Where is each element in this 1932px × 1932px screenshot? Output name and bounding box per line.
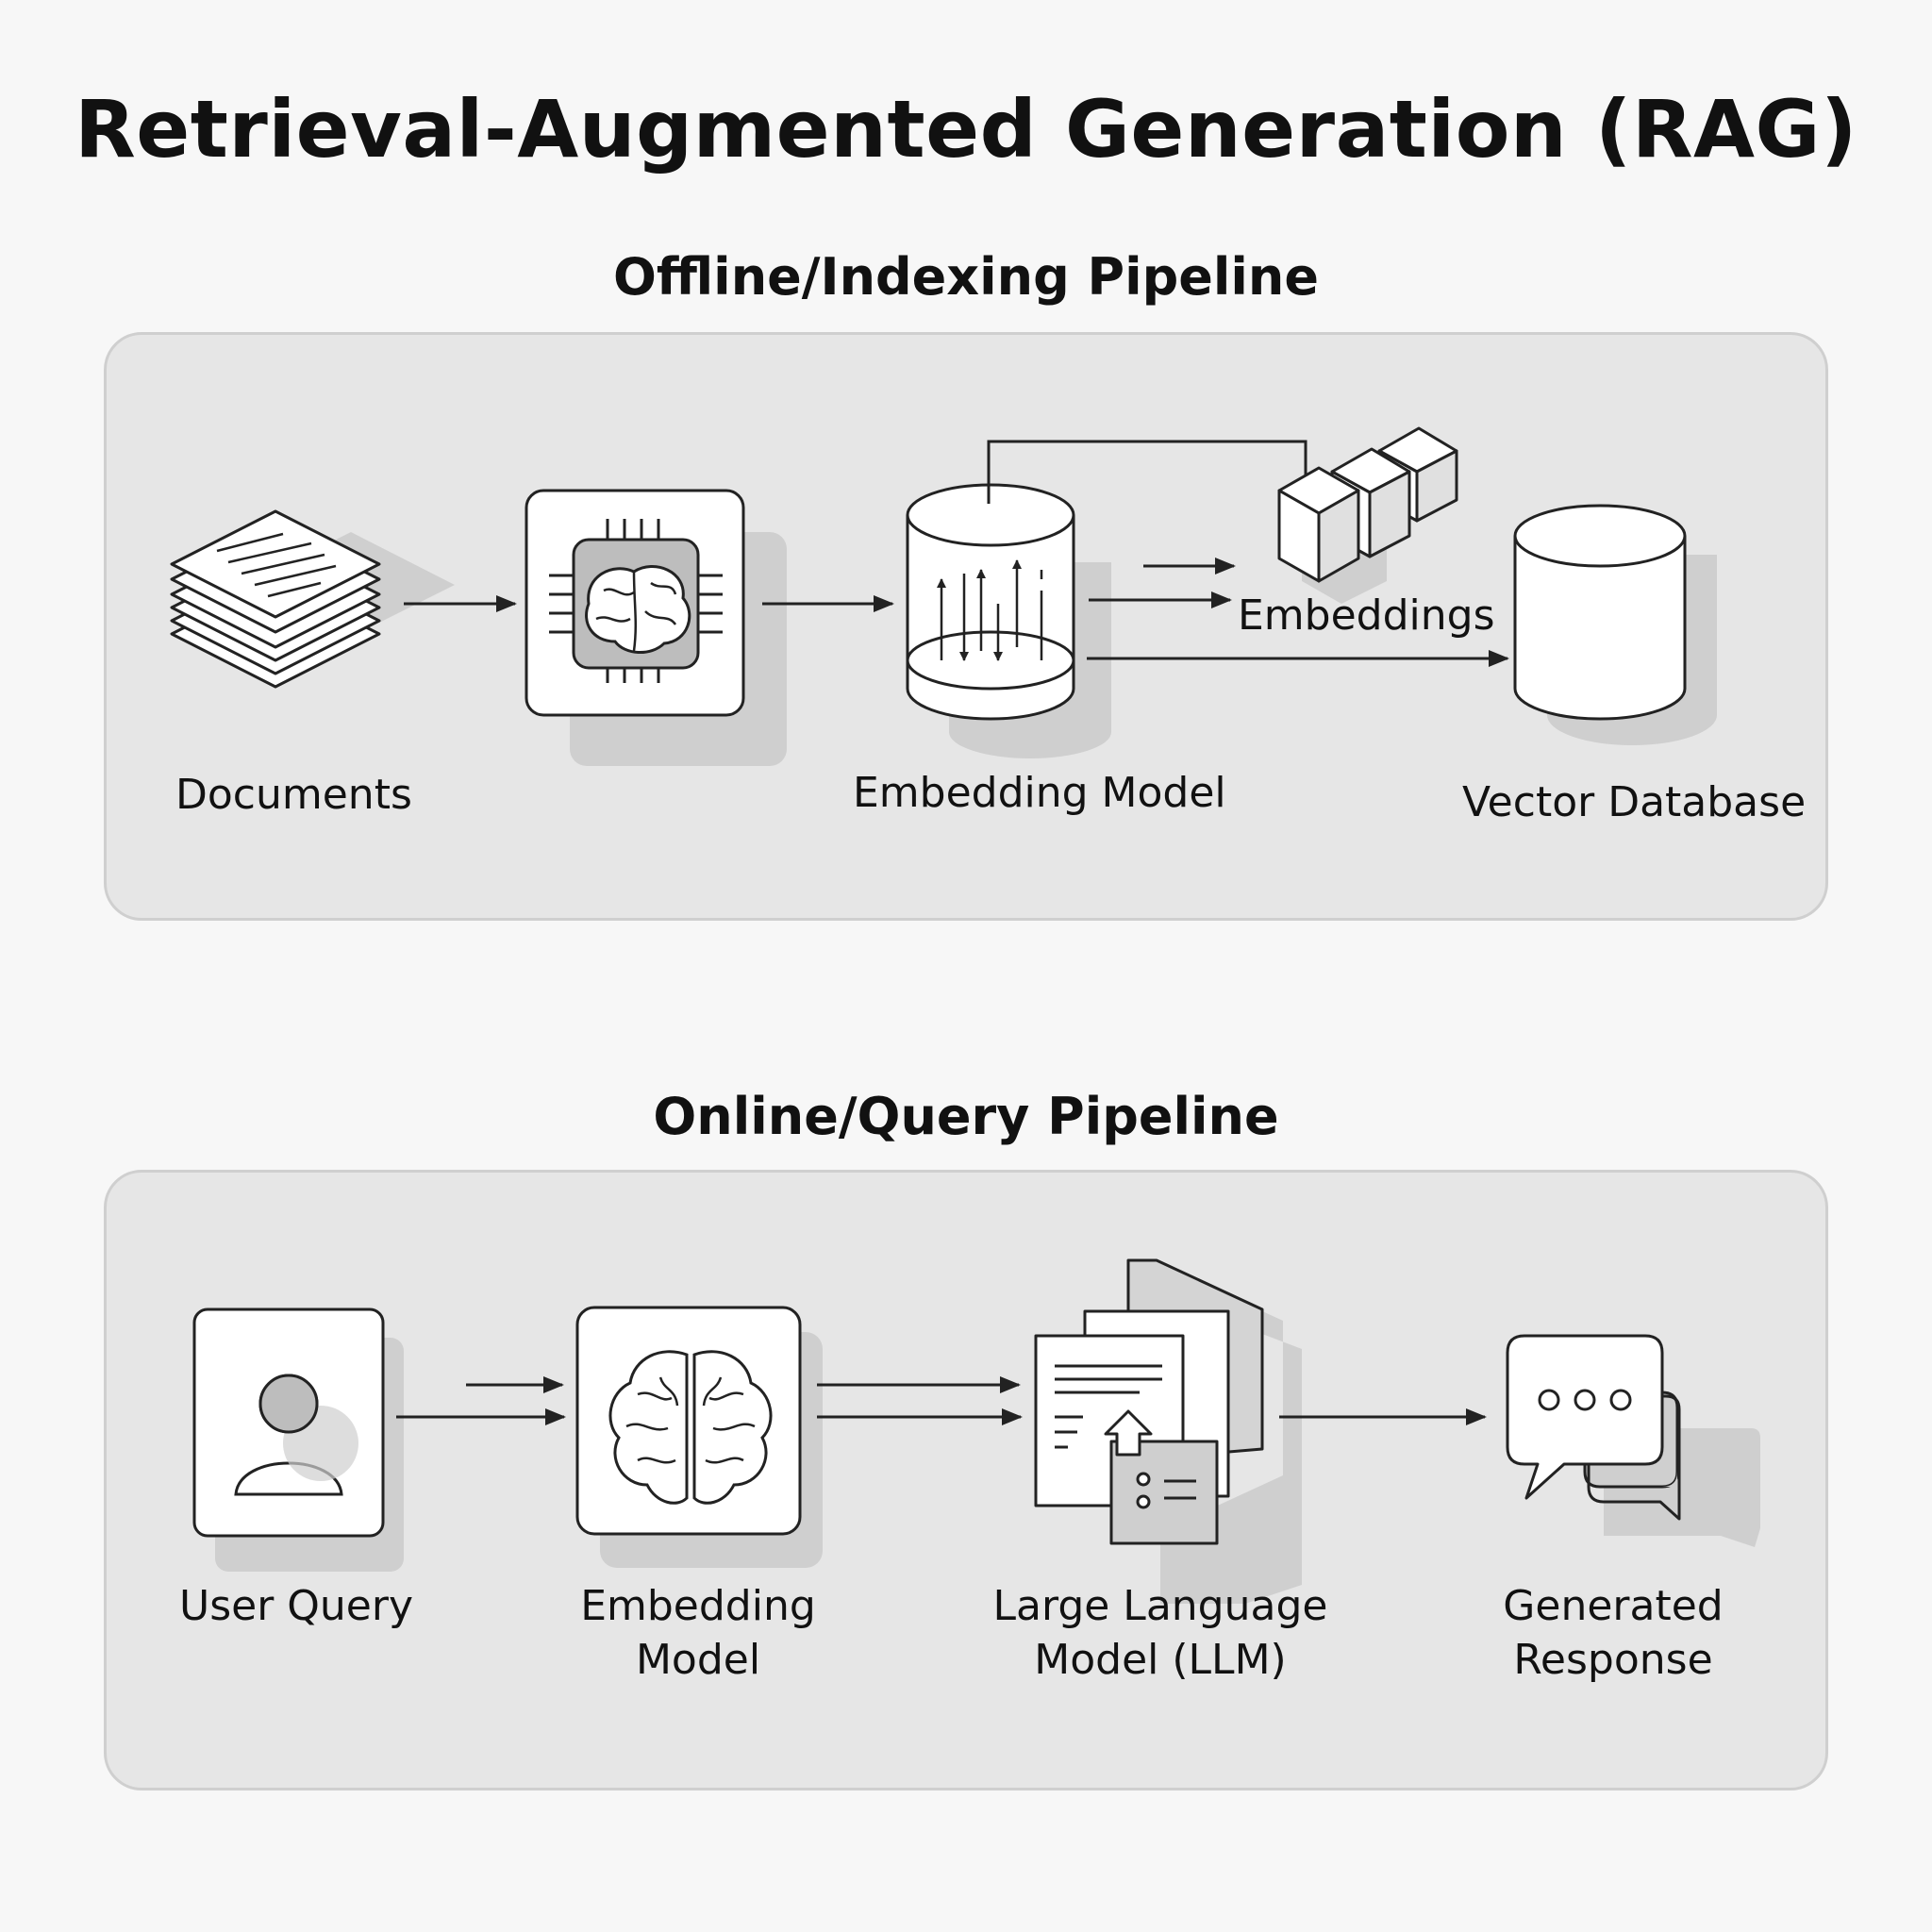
embedding-model-query-label-line2: Model <box>635 1636 761 1685</box>
offline-section-title: Offline/Indexing Pipeline <box>613 247 1319 307</box>
documents-stack-icon <box>170 509 455 689</box>
documents-llm-icon <box>1034 1258 1302 1604</box>
llm-label: Large Language Model (LLM) <box>972 1579 1349 1687</box>
offline-arrows <box>404 558 1509 667</box>
cylinder-to-embeddings-connector <box>987 440 1307 504</box>
llm-label-line2: Model (LLM) <box>1034 1636 1287 1685</box>
generated-response-label-line2: Response <box>1513 1636 1713 1685</box>
embeddings-label: Embeddings <box>1238 591 1495 640</box>
cubes-icon <box>1277 426 1458 604</box>
online-section-title: Online/Query Pipeline <box>653 1087 1279 1146</box>
user-icon <box>192 1307 404 1572</box>
embedding-model-query-label-line1: Embedding <box>580 1582 816 1630</box>
generated-response-label: Generated Response <box>1462 1579 1764 1687</box>
llm-label-line1: Large Language <box>992 1582 1328 1630</box>
cylinder-vectors-icon <box>906 483 1111 758</box>
user-query-label: User Query <box>179 1582 413 1630</box>
brain-icon <box>575 1306 823 1568</box>
diagram-title: Retrieval-Augmented Generation (RAG) <box>75 83 1857 175</box>
embedding-model-label: Embedding Model <box>853 769 1226 817</box>
chat-bubbles-icon <box>1506 1334 1760 1547</box>
database-icon <box>1513 504 1717 745</box>
embedding-model-query-label: Embedding Model <box>534 1579 862 1687</box>
documents-label: Documents <box>175 771 412 819</box>
chip-brain-icon <box>525 489 787 766</box>
vector-database-label: Vector Database <box>1462 778 1807 826</box>
online-arrows <box>396 1376 1487 1425</box>
generated-response-label-line1: Generated <box>1503 1582 1724 1630</box>
